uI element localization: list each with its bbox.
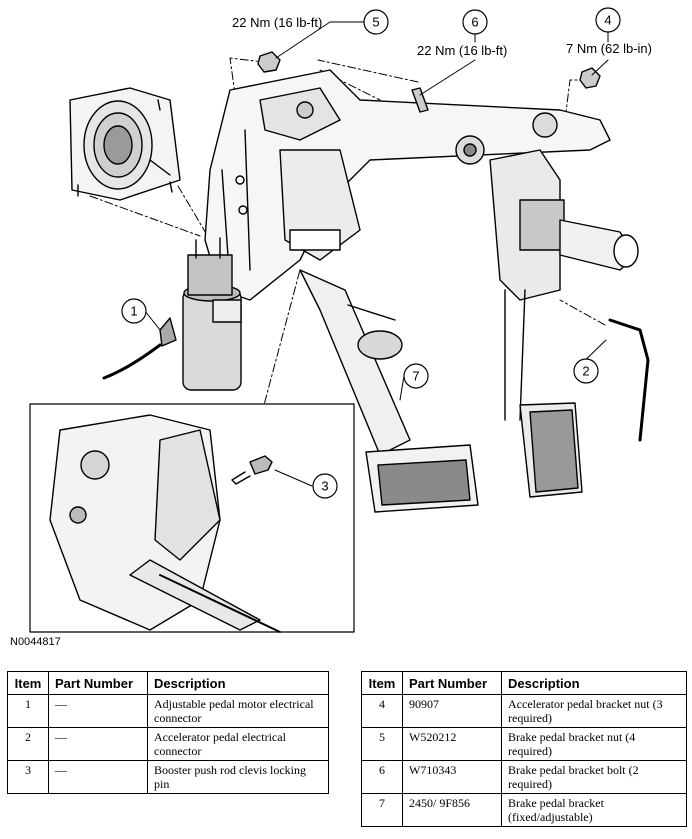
callout-7: 7 bbox=[403, 363, 429, 389]
torque-label: 7 Nm (62 lb-in) bbox=[566, 41, 652, 56]
cell-item: 3 bbox=[7, 760, 49, 794]
detail-inset bbox=[29, 403, 355, 633]
cell-part-number: W520212 bbox=[402, 727, 502, 761]
table-row: 3 — Booster push rod clevis locking pin bbox=[7, 760, 329, 794]
table-row: 1 — Adjustable pedal motor electrical co… bbox=[7, 694, 329, 728]
header-description: Description bbox=[147, 671, 329, 695]
parts-table-right: Item Part Number Description 4 90907 Acc… bbox=[361, 671, 687, 827]
callout-number: 1 bbox=[130, 304, 137, 319]
parts-table-left: Item Part Number Description 1 — Adjusta… bbox=[7, 671, 329, 794]
callout-3: 3 bbox=[312, 473, 338, 499]
header-part-number: Part Number bbox=[402, 671, 502, 695]
pedal-motor-illustration bbox=[102, 237, 242, 391]
header-item: Item bbox=[361, 671, 403, 695]
cell-part-number: — bbox=[48, 727, 148, 761]
cell-part-number: 90907 bbox=[402, 694, 502, 728]
callout-6: 6 22 Nm (16 lb-ft) bbox=[417, 9, 507, 58]
header-part-number: Part Number bbox=[48, 671, 148, 695]
brake-pedal-illustration bbox=[299, 269, 479, 513]
cell-description: Adjustable pedal motor electrical connec… bbox=[147, 694, 329, 728]
cell-description: Brake pedal bracket bolt (2 required) bbox=[501, 760, 687, 794]
header-description: Description bbox=[501, 671, 687, 695]
callout-1: 1 bbox=[121, 298, 147, 324]
cell-part-number: 2450/ 9F856 bbox=[402, 793, 502, 827]
callout-5: 5 22 Nm (16 lb-ft) bbox=[232, 9, 389, 35]
header-item: Item bbox=[7, 671, 49, 695]
table-row: 5 W520212 Brake pedal bracket nut (4 req… bbox=[361, 727, 687, 761]
table-row: 7 2450/ 9F856 Brake pedal bracket (fixed… bbox=[361, 793, 687, 827]
table-row: 2 — Accelerator pedal electrical connect… bbox=[7, 727, 329, 761]
callout-number: 6 bbox=[471, 15, 478, 30]
cell-part-number: — bbox=[48, 760, 148, 794]
torque-label: 22 Nm (16 lb-ft) bbox=[232, 15, 322, 30]
booster-flange-illustration bbox=[69, 87, 181, 201]
cell-item: 6 bbox=[361, 760, 403, 794]
callout-2: 2 bbox=[573, 358, 599, 384]
cell-item: 7 bbox=[361, 793, 403, 827]
table-row: 6 W710343 Brake pedal bracket bolt (2 re… bbox=[361, 760, 687, 794]
cell-description: Accelerator pedal electrical connector bbox=[147, 727, 329, 761]
cell-item: 2 bbox=[7, 727, 49, 761]
callout-number: 4 bbox=[604, 13, 611, 28]
table-header-row: Item Part Number Description bbox=[361, 671, 687, 695]
cell-item: 1 bbox=[7, 694, 49, 728]
accelerator-pedal-illustration bbox=[489, 149, 650, 498]
callout-number: 3 bbox=[321, 479, 328, 494]
callout-number: 7 bbox=[412, 369, 419, 384]
cell-description: Brake pedal bracket (fixed/adjustable) bbox=[501, 793, 687, 827]
cell-description: Brake pedal bracket nut (4 required) bbox=[501, 727, 687, 761]
fastener-illustrations bbox=[257, 51, 601, 113]
table-header-row: Item Part Number Description bbox=[7, 671, 329, 695]
cell-item: 5 bbox=[361, 727, 403, 761]
callout-number: 2 bbox=[582, 364, 589, 379]
cell-description: Accelerator pedal bracket nut (3 require… bbox=[501, 694, 687, 728]
cell-description: Booster push rod clevis locking pin bbox=[147, 760, 329, 794]
pedal-assembly-diagram: 5 22 Nm (16 lb-ft) 6 22 Nm (16 lb-ft) 4 … bbox=[10, 7, 652, 648]
callout-4: 4 7 Nm (62 lb-in) bbox=[566, 7, 652, 56]
cell-part-number: — bbox=[48, 694, 148, 728]
pedal-bracket-illustration bbox=[204, 69, 611, 301]
callout-number: 5 bbox=[372, 15, 379, 30]
table-row: 4 90907 Accelerator pedal bracket nut (3… bbox=[361, 694, 687, 728]
figure-id-label: N0044817 bbox=[10, 636, 61, 648]
cell-part-number: W710343 bbox=[402, 760, 502, 794]
torque-label: 22 Nm (16 lb-ft) bbox=[417, 43, 507, 58]
cell-item: 4 bbox=[361, 694, 403, 728]
